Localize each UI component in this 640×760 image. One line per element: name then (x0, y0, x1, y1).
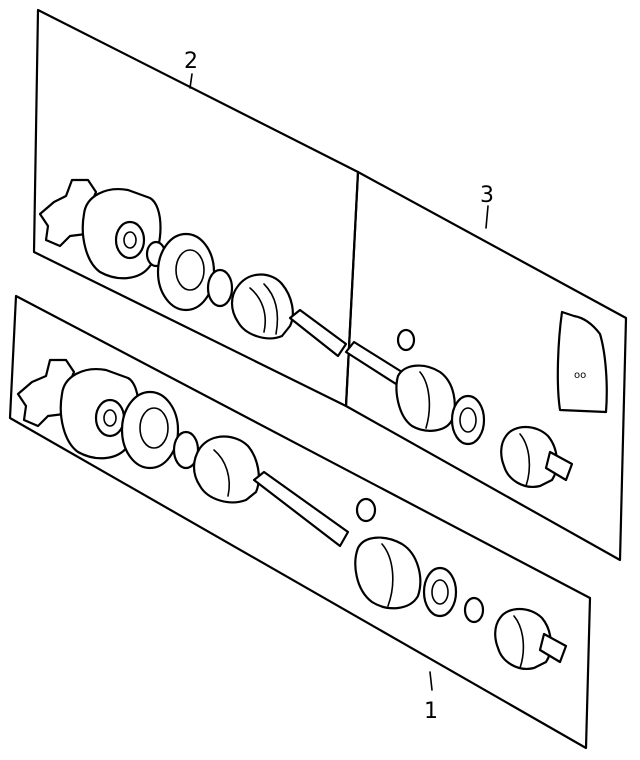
flange-upper (156, 232, 216, 312)
svg-text:oo: oo (574, 370, 586, 381)
clamp-ring-lower (355, 497, 377, 523)
ring-right (450, 394, 486, 446)
shaft-bar-upper (288, 308, 348, 358)
cv-joint-lower (354, 536, 422, 610)
axle-shaft-right: oo (344, 310, 608, 488)
axle-shaft-lower (16, 358, 568, 670)
grease-pack-bracket (556, 310, 608, 414)
flange-lower (120, 390, 180, 470)
callout-1: 1 (424, 699, 438, 724)
ring-upper (206, 268, 234, 308)
shaft-bar-lower (252, 470, 350, 548)
leader-line-3 (485, 205, 489, 229)
leader-line-1 (429, 671, 433, 691)
washer-lower (463, 596, 485, 624)
callout-2: 2 (184, 49, 198, 74)
leader-line-2 (189, 73, 193, 89)
panel-lower-assembly-1 (8, 294, 592, 750)
callout-3: 3 (480, 183, 494, 208)
panel-right-assembly-3 (344, 170, 628, 562)
axle-shaft-upper (38, 178, 348, 358)
clamp-ring-right (396, 328, 416, 352)
ring-lower-outer (422, 566, 458, 618)
cv-joint-right (395, 364, 456, 432)
